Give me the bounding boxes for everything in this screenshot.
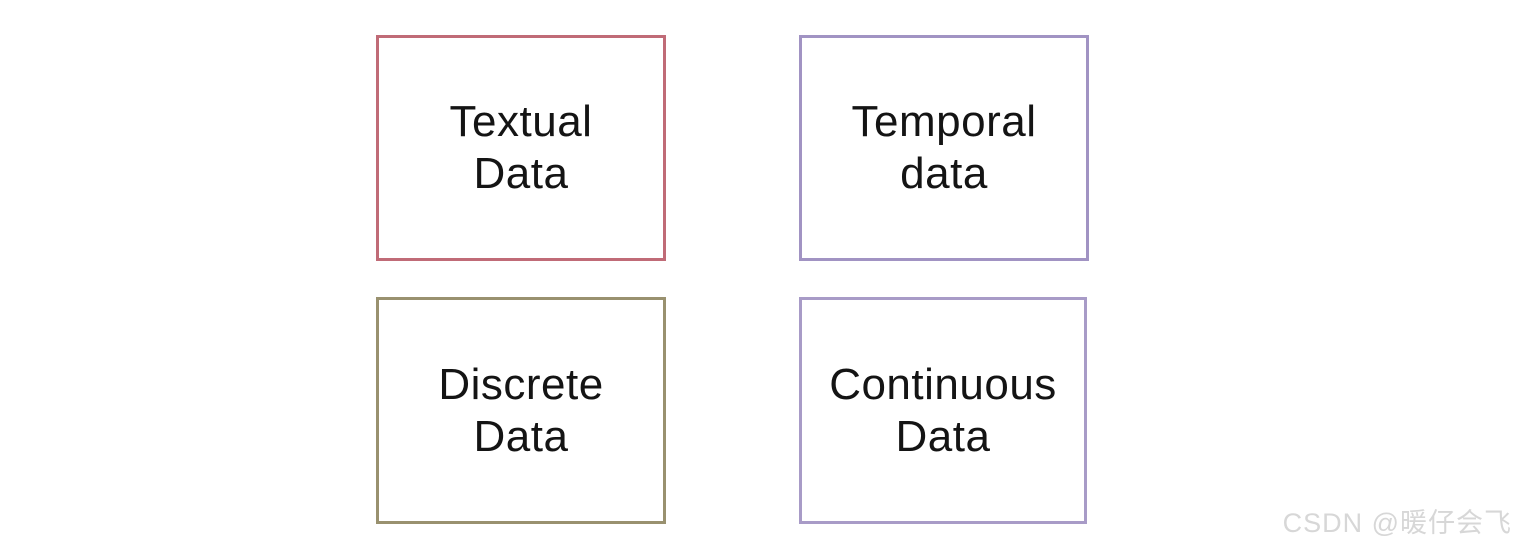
box-discrete-data-label-line1: Discrete <box>438 359 604 409</box>
box-continuous-data-label-line2: Data <box>895 411 991 461</box>
box-textual-data-label-line1: Textual <box>449 97 593 147</box>
box-textual-data: Textual Data <box>376 35 666 261</box>
csdn-watermark: CSDN @暖仔会飞 <box>1282 508 1512 538</box>
box-discrete-data-label-line2: Data <box>473 411 569 461</box>
box-continuous-data-label-line1: Continuous <box>829 359 1057 409</box>
box-textual-data-label-line2: Data <box>473 149 569 198</box>
box-discrete-data: Discrete Data <box>376 297 666 524</box>
box-temporal-data-label-line1: Temporal <box>851 97 1037 147</box>
box-temporal-data: Temporal data <box>799 35 1089 261</box>
box-continuous-data: Continuous Data <box>799 297 1087 524</box>
box-temporal-data-label-line2: data <box>900 149 988 198</box>
